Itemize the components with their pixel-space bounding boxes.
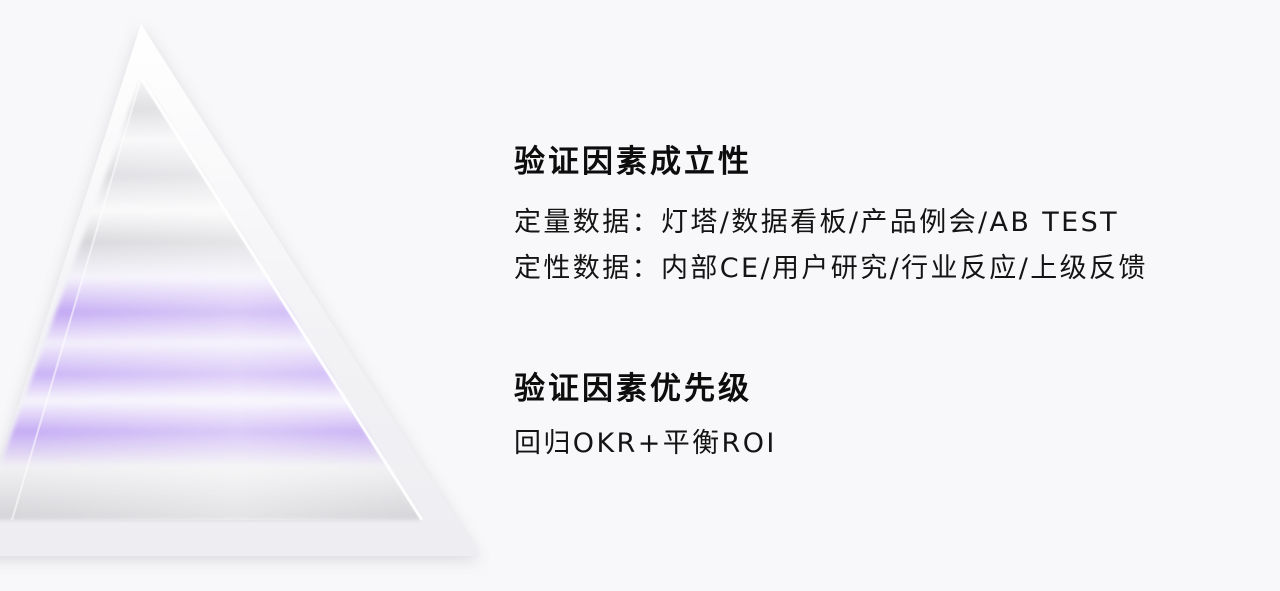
priority-section: 验证因素优先级 回归OKR+平衡ROI <box>514 369 777 467</box>
quantitative-data-line: 定量数据：灯塔/数据看板/产品例会/AB TEST <box>514 207 1120 238</box>
validity-lines: 定量数据：灯塔/数据看板/产品例会/AB TEST 定性数据：内部CE/用户研究… <box>514 200 1148 292</box>
pyramid-facet <box>12 78 422 520</box>
validity-section: 验证因素成立性 定量数据：灯塔/数据看板/产品例会/AB TEST 定性数据：内… <box>514 142 1148 292</box>
validity-title: 验证因素成立性 <box>514 144 752 180</box>
priority-title: 验证因素优先级 <box>514 371 752 407</box>
qualitative-data-line: 定性数据：内部CE/用户研究/行业反应/上级反馈 <box>514 253 1148 284</box>
priority-lines: 回归OKR+平衡ROI <box>514 421 777 467</box>
okr-roi-line: 回归OKR+平衡ROI <box>514 428 777 459</box>
